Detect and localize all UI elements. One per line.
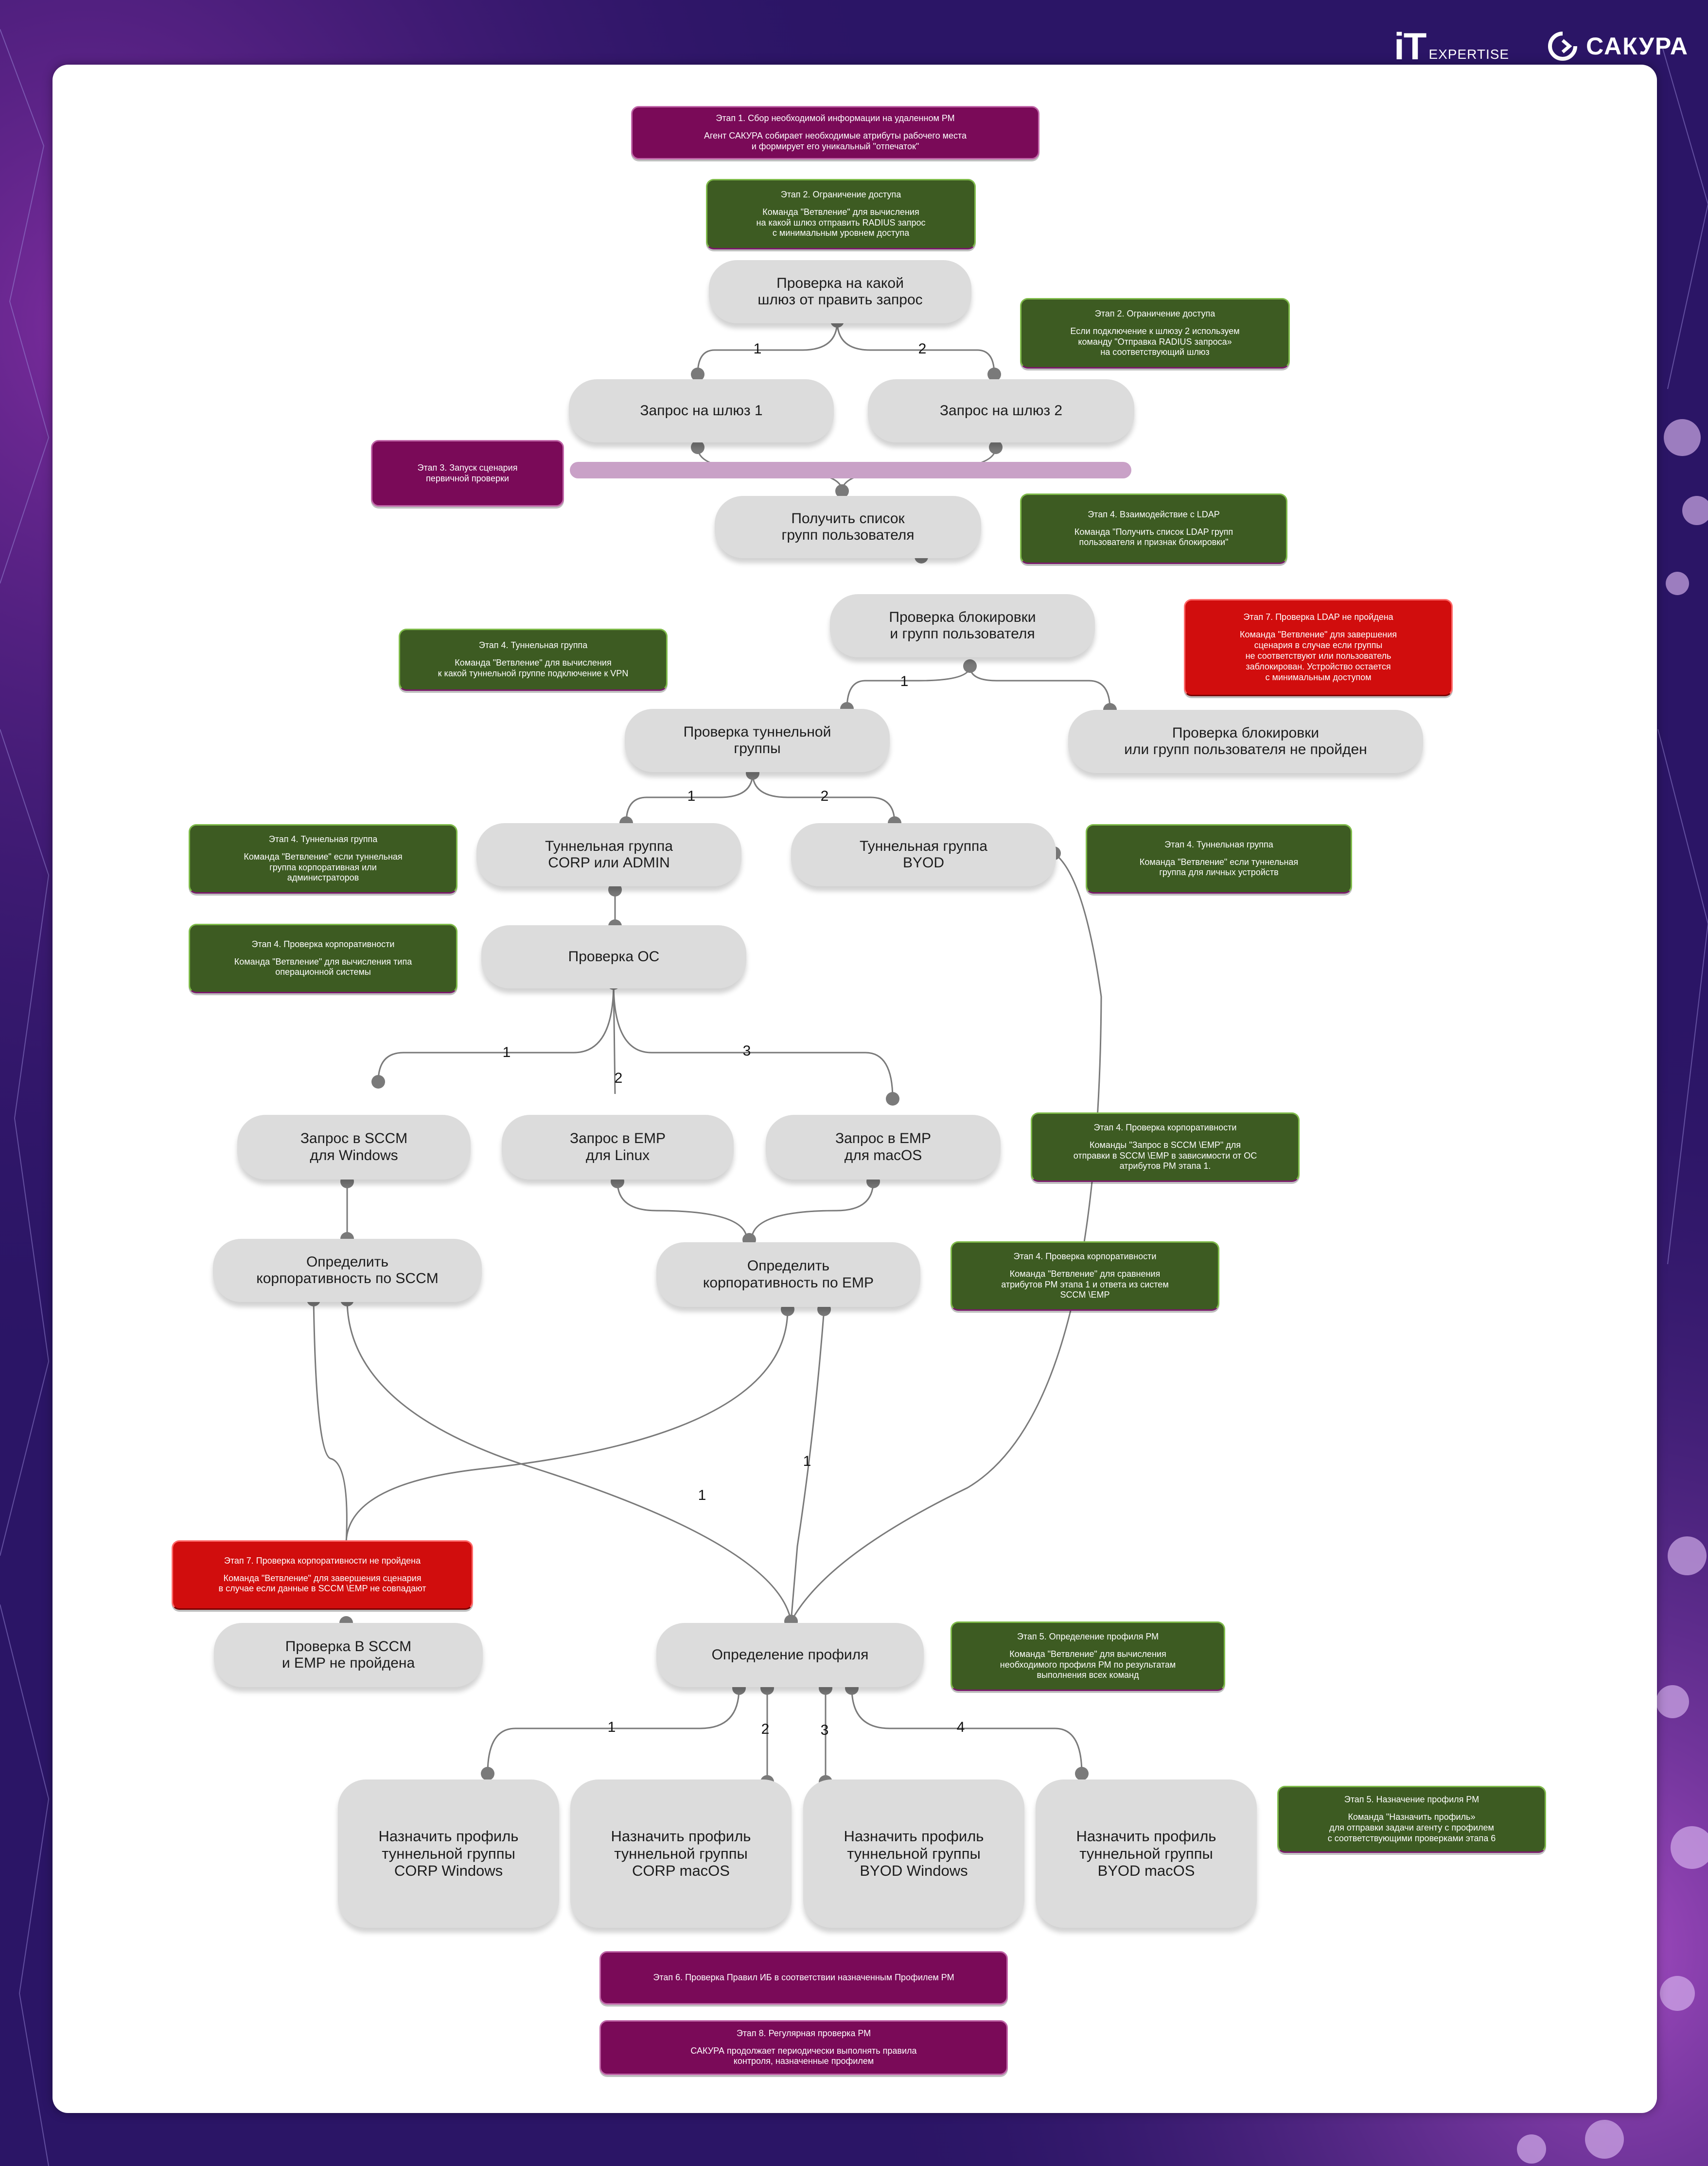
annotation-stage-2b: Этап 2. Ограничение доступа Если подключ… bbox=[1020, 298, 1290, 369]
node-request-gateway-2: Запрос на шлюз 2 bbox=[868, 379, 1134, 442]
node-sccm-windows: Запрос в SCCM для Windows bbox=[237, 1115, 471, 1180]
annotation-stage-4-sccm-emp: Этап 4. Проверка корпоративности Команды… bbox=[1031, 1112, 1300, 1182]
annotation-stage-5-assign: Этап 5. Назначение профиля РМ Команда "Н… bbox=[1277, 1786, 1546, 1853]
node-assign-corp-macos: Назначить профиль туннельной группы CORP… bbox=[570, 1779, 792, 1928]
node-check-block: Проверка блокировки и групп пользователя bbox=[830, 594, 1095, 657]
node-assign-byod-windows: Назначить профиль туннельной группы BYOD… bbox=[803, 1779, 1024, 1928]
edge-label: 3 bbox=[742, 1043, 751, 1059]
it-expertise-logo: iT EXPERTISE bbox=[1394, 25, 1510, 68]
edge-label: 3 bbox=[820, 1722, 829, 1738]
node-check-tunnel: Проверка туннельной группы bbox=[625, 709, 890, 772]
annotation-stage-4-ldap: Этап 4. Взаимодействие с LDAP Команда "П… bbox=[1020, 493, 1287, 564]
annotation-stage-7-ldap-fail: Этап 7. Проверка LDAP не пройдена Команд… bbox=[1184, 599, 1453, 696]
edge-label: 1 bbox=[687, 788, 696, 804]
sakura-logo-icon bbox=[1548, 32, 1578, 61]
node-request-gateway-1: Запрос на шлюз 1 bbox=[569, 379, 834, 442]
node-tunnel-corp: Туннельная группа CORP или ADMIN bbox=[476, 823, 741, 886]
node-emp-macos: Запрос в EMP для macOS bbox=[766, 1115, 1001, 1180]
node-profile: Определение профиля bbox=[656, 1623, 924, 1687]
annotation-stage-6: Этап 6. Проверка Правил ИБ в соответстви… bbox=[599, 1951, 1008, 2005]
edge-label: 1 bbox=[607, 1719, 616, 1735]
node-check-gateway: Проверка на какой шлюз от править запрос bbox=[709, 260, 971, 323]
annotation-stage-5-profile: Этап 5. Определение профиля РМ Команда "… bbox=[951, 1621, 1225, 1691]
edge-label: 2 bbox=[614, 1070, 623, 1086]
annotation-stage-4-tunnel-byod: Этап 4. Туннельная группа Команда "Ветвл… bbox=[1086, 824, 1352, 894]
network-lines bbox=[0, 29, 1708, 2166]
node-assign-byod-macos: Назначить профиль туннельной группы BYOD… bbox=[1036, 1779, 1257, 1928]
annotation-stage-2a: Этап 2. Ограничение доступа Команда "Вет… bbox=[706, 179, 976, 249]
edge-label: 4 bbox=[956, 1719, 965, 1735]
annotation-stage-7-corp-fail: Этап 7. Проверка корпоративности не прой… bbox=[172, 1540, 473, 1610]
header-logos: iT EXPERTISE САКУРА bbox=[1394, 24, 1689, 68]
node-check-os: Проверка ОС bbox=[481, 925, 746, 988]
edge-label: 2 bbox=[918, 341, 927, 357]
node-get-groups: Получить список групп пользователя bbox=[715, 496, 981, 558]
annotation-stage-8: Этап 8. Регулярная проверка РМ САКУРА пр… bbox=[599, 2020, 1008, 2075]
blossom-decor bbox=[1517, 419, 1708, 2164]
annotation-stage-4-tunnel-corp: Этап 4. Туннельная группа Команда "Ветвл… bbox=[189, 824, 458, 894]
node-tunnel-byod: Туннельная группа BYOD bbox=[791, 823, 1056, 886]
node-corp-emp: Определить корпоративность по EMP bbox=[656, 1242, 920, 1307]
diagram-card bbox=[53, 65, 1657, 2113]
edge-label: 2 bbox=[820, 788, 829, 804]
annotation-stage-4-os: Этап 4. Проверка корпоративности Команда… bbox=[189, 924, 458, 993]
annotation-stage-4-compare: Этап 4. Проверка корпоративности Команда… bbox=[951, 1241, 1219, 1311]
annotation-stage-1: Этап 1. Сбор необходимой информации на у… bbox=[631, 106, 1039, 159]
edge-label: 1 bbox=[900, 673, 909, 689]
edge-label: 1 bbox=[803, 1453, 811, 1469]
node-sccm-emp-fail: Проверка В SCCM и EMP не пройдена bbox=[214, 1623, 483, 1687]
node-corp-sccm: Определить корпоративность по SCCM bbox=[213, 1239, 482, 1302]
annotation-stage-3: Этап 3. Запуск сценария первичной провер… bbox=[371, 440, 564, 507]
sakura-logo: САКУРА bbox=[1548, 32, 1689, 61]
edge-label: 1 bbox=[698, 1487, 706, 1503]
initial-check-bar bbox=[570, 462, 1131, 478]
node-block-fail: Проверка блокировки или групп пользовате… bbox=[1068, 710, 1423, 773]
edge-label: 1 bbox=[502, 1044, 511, 1060]
node-emp-linux: Запрос в EMP для Linux bbox=[502, 1115, 734, 1180]
node-assign-corp-windows: Назначить профиль туннельной группы CORP… bbox=[338, 1779, 559, 1928]
edge-label: 1 bbox=[753, 341, 762, 357]
annotation-stage-4-tunnel: Этап 4. Туннельная группа Команда "Ветвл… bbox=[399, 629, 668, 691]
edge-label: 2 bbox=[761, 1721, 770, 1737]
